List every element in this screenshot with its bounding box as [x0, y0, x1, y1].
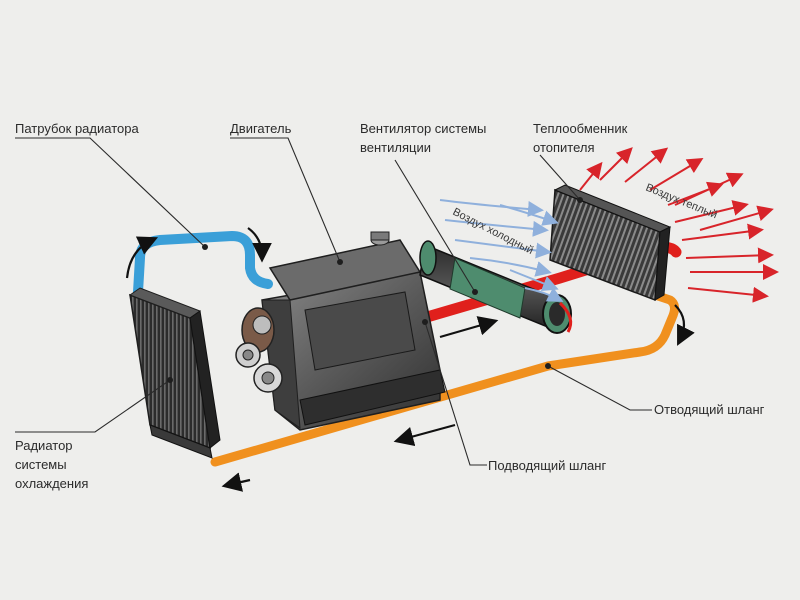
- leader-lines: [15, 137, 652, 466]
- label-fan-line2: вентиляции: [360, 140, 431, 155]
- outlet-hose: [210, 290, 680, 467]
- label-radiator-line1: Радиатор: [15, 438, 73, 453]
- warm-air-flow: [579, 147, 779, 303]
- label-heat-exchanger-line1: Теплообменник: [533, 121, 628, 136]
- heater-core: [549, 184, 672, 302]
- flow-direction-arrows: [125, 227, 695, 492]
- cold-air-flow: [439, 199, 564, 302]
- label-outlet-hose: Отводящий шланг: [654, 402, 765, 417]
- label-radiator-line2: системы: [15, 457, 67, 472]
- label-radiator-line3: охлаждения: [15, 476, 88, 491]
- label-heat-exchanger-line2: отопителя: [533, 140, 595, 155]
- label-air-warm: Воздух теплый: [644, 182, 719, 222]
- label-engine: Двигатель: [230, 121, 292, 136]
- label-inlet-hose: Подводящий шланг: [488, 458, 606, 473]
- cooling-radiator: [128, 287, 221, 459]
- label-radiator-pipe: Патрубок радиатора: [15, 121, 139, 136]
- engine: [235, 231, 446, 431]
- label-fan-line1: Вентилятор системы: [360, 121, 486, 136]
- label-air-cold: Воздух холодный: [451, 206, 536, 257]
